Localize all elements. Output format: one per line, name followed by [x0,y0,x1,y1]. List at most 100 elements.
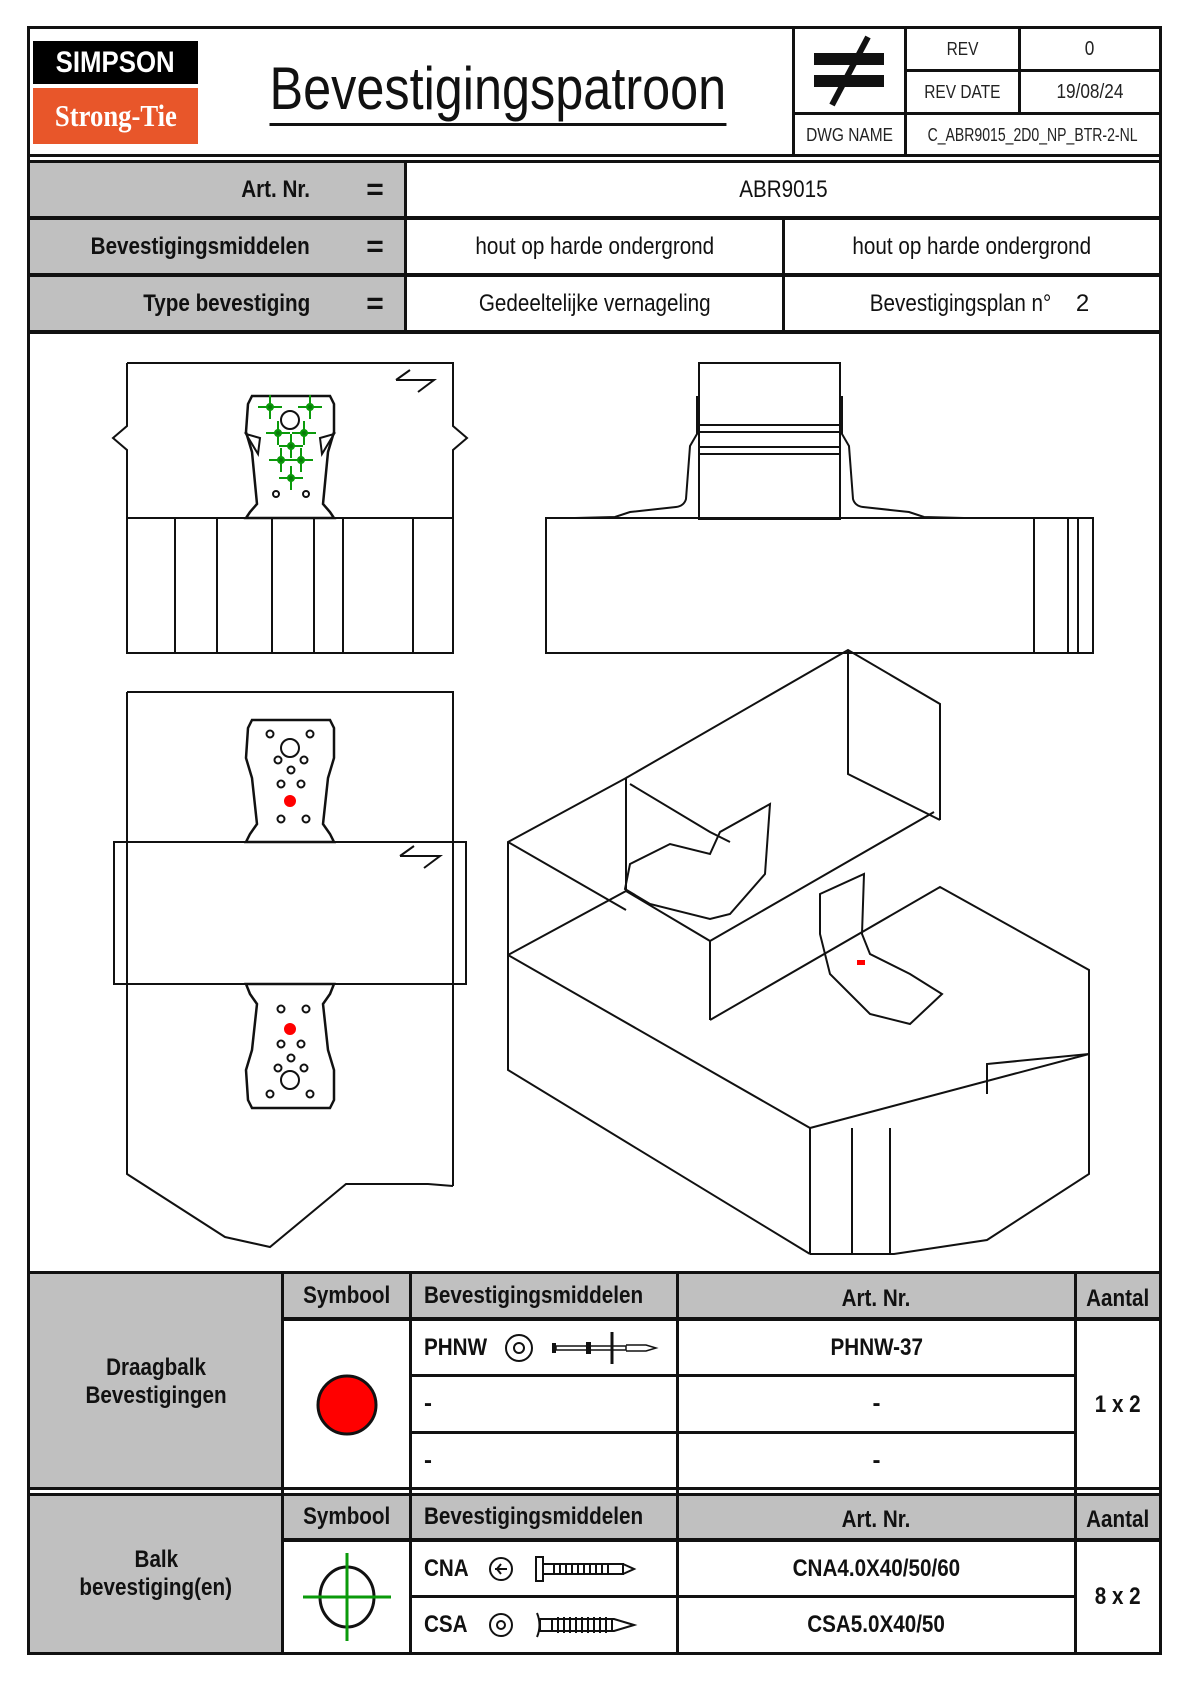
screw-head-icon [489,1613,513,1637]
divider [281,1490,284,1653]
header-symbol: Symbool [284,1274,409,1317]
fastener-name: - [424,1447,432,1474]
red-dot-icon [284,1321,409,1489]
art-nr-text: CSA5.0X40/50 [807,1611,946,1638]
drawing-area [111,362,1094,1255]
logo-strong-tie: Strong-Tie [33,88,198,144]
aantal-cell: 1 x 2 [1077,1321,1159,1489]
divider [792,112,1162,115]
header-art-nr: Art. Nr. [679,1496,1074,1540]
middelen-label-text: Bevestigingsmiddelen [90,232,310,260]
rev-date-value: 19/08/24 [1021,72,1159,112]
art-nr-cell: - [679,1377,1074,1431]
not-equal-icon [795,29,904,112]
red-nail-marker [857,960,865,965]
table-header-row [282,1496,1159,1538]
divider [904,26,907,156]
dwg-name-label-text: DWG NAME [806,124,893,145]
nail-hole [273,1063,283,1073]
nail-hole [276,779,286,789]
nail-hole [301,814,311,824]
middelen-right-value: hout op harde ondergrond [785,220,1159,273]
divider [282,1538,1159,1542]
table-header-row [282,1274,1159,1318]
green-nail-marker [279,466,303,490]
divider [410,1374,1076,1377]
divider [27,273,1162,277]
art-nr-text: PHNW-37 [830,1333,923,1361]
rev-date-label: REV DATE [907,72,1018,112]
plan-number-text: 2 [1075,289,1090,317]
rev-label-text: REV [946,38,979,59]
divider [792,26,795,156]
art-nr-value: ABR9015 [407,163,1159,216]
logo-simpson: SIMPSON [33,41,198,84]
aantal-cell: 8 x 2 [1077,1542,1159,1652]
dwg-name-value-text: C_ABR9015_2D0_NP_BTR-2-NL [928,124,1138,145]
header-art-nr: Art. Nr. [679,1274,1074,1320]
header-aantal: Aantal [1077,1496,1159,1540]
divider [281,1274,284,1489]
nail-hole [305,729,315,739]
nail-hole [276,1004,286,1014]
divider [27,1271,1162,1274]
middelen-label: Bevestigingsmiddelen [30,220,330,273]
header-middelen: Bevestigingsmiddelen [412,1496,676,1538]
group-label-line2: bevestiging(en) [79,1574,233,1601]
screw-icon [536,1612,638,1638]
ring-nail-icon [535,1555,637,1582]
divider [27,160,1162,163]
middelen-right-text: hout op harde ondergrond [852,232,1092,260]
header-symbol-text: Symbool [302,1503,391,1530]
art-nr-text: CNA4.0X40/50/60 [792,1554,961,1582]
nail-hole [286,765,296,775]
divider [27,330,1162,334]
page-title: Bevestigingspatroon [258,50,738,130]
draagbalk-group-cell [30,1274,282,1489]
rev-date-label-text: REV DATE [924,81,1001,102]
green-nail-marker [298,395,322,419]
header-symbol: Symbool [284,1496,409,1538]
logo-top-text: SIMPSON [55,45,175,79]
equals-sign: = [366,286,384,320]
divider [904,69,1162,72]
green-nail-marker [279,434,303,458]
fastener-name: CNA [424,1554,469,1582]
green-nail-marker [258,395,282,419]
dwg-name-label: DWG NAME [795,115,904,155]
balk-group-label: Balk bevestiging(en) [30,1496,282,1652]
divider [410,1431,1076,1434]
info-label-column [30,163,404,333]
table-row: - [412,1434,676,1488]
table-row: CNA [412,1542,676,1595]
green-nail-marker [266,421,290,445]
divider [404,163,407,333]
green-nail-markers [258,395,322,490]
art-nr-cell: CNA4.0X40/50/60 [679,1542,1074,1595]
balk-group-cell [30,1496,282,1652]
divider [676,1490,679,1653]
table-row: - [412,1377,676,1431]
group-label-line2: Bevestigingen [85,1381,227,1409]
header-aantal-text: Aantal [1086,1285,1150,1312]
plan-label-text: Bevestigingsplan n° [869,289,1052,317]
art-nr-value-text: ABR9015 [738,175,828,203]
nail-hole [265,1089,275,1099]
art-nr-label-text: Art. Nr. [241,175,310,203]
divider [410,1595,1076,1598]
art-nr-cell: CSA5.0X40/50 [679,1598,1074,1652]
group-label-line1: Balk [134,1546,178,1573]
nail-icon [552,1331,659,1364]
divider [1074,1490,1077,1653]
logo-bottom-text: Strong-Tie [54,98,177,133]
header-aantal-text: Aantal [1086,1506,1150,1533]
middelen-left-value: hout op harde ondergrond [407,220,782,273]
fastener-name: - [424,1390,432,1417]
divider [282,1317,1159,1321]
green-nail-marker [292,421,316,445]
divider [27,216,1162,220]
rev-value: 0 [1021,29,1159,69]
rev-date-value-text: 19/08/24 [1056,80,1124,103]
header-art-nr-text: Art. Nr. [842,1506,911,1533]
fastener-name: CSA [424,1611,468,1638]
